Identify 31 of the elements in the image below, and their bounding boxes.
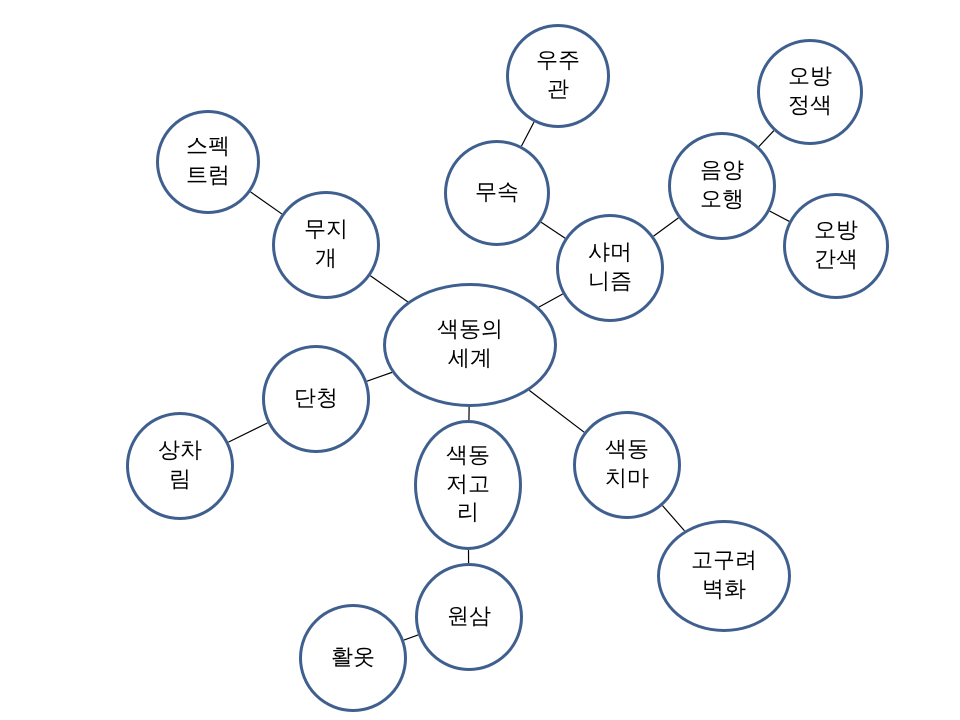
topic-circle: 활옷 [299,604,407,712]
connector-line [228,422,268,443]
connector-line [250,191,282,214]
topic-circle: 상차 림 [126,412,234,520]
connector-line [404,634,418,641]
topic-circle: 원삼 [415,563,523,671]
topic-circle: 음양 오행 [668,132,776,240]
topic-circle: 무지 개 [272,191,380,299]
connector-line [366,372,392,382]
connector-line [662,505,685,532]
topic-circle: 우주 관 [506,24,610,128]
connector-line [540,222,566,239]
connector-line [528,390,584,433]
connector-line [653,217,679,237]
central-ellipse: 색동의 세계 [383,283,557,407]
connector-line [468,406,470,420]
connector-line [468,550,470,563]
topic-circle: 무속 [444,140,550,246]
topic-circle: 스펙 트럼 [156,110,260,214]
connector-line [370,275,408,302]
topic-circle: 오방 정색 [757,39,863,145]
topic-circle: 오방 간색 [783,193,889,299]
connector-line [758,130,774,147]
topic-circle: 단청 [262,345,370,453]
connector-line [770,210,790,222]
topic-circle: 색동 치마 [573,411,681,519]
topic-circle: 샤머 니즘 [556,214,664,322]
connector-line [520,122,534,146]
connector-line [538,294,563,308]
topic-circle: 고구려 벽화 [657,520,791,632]
topic-circle: 색동 저고 리 [414,420,522,550]
